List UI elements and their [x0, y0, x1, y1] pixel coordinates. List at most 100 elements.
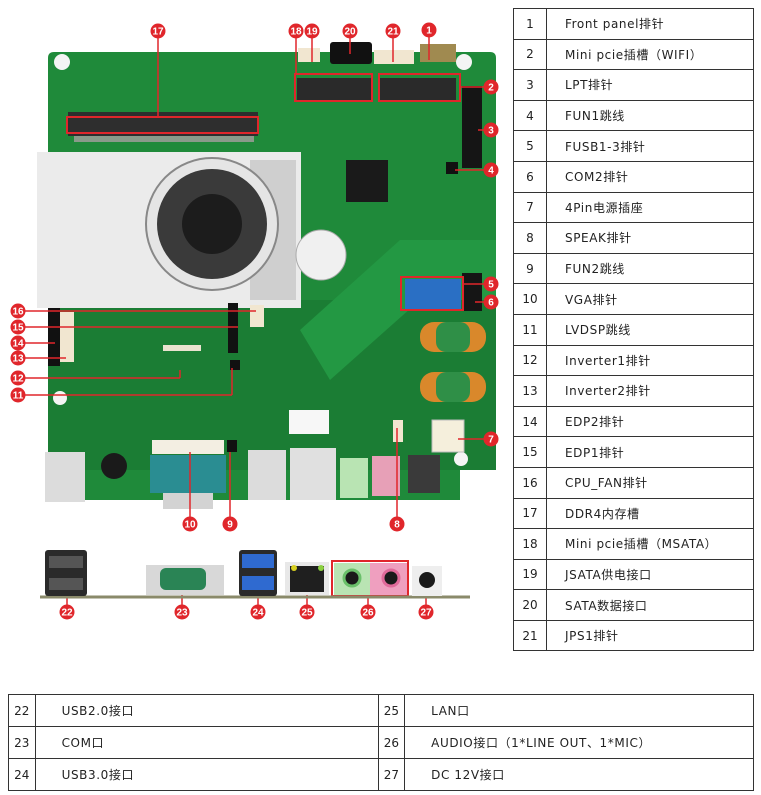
callout-circle: [174, 604, 190, 620]
callout-number: 24: [252, 608, 264, 619]
callout-circle: [150, 23, 166, 39]
callout-badge-4: 4: [483, 162, 499, 178]
cmos-battery: [295, 229, 347, 281]
highlight-fusb-headers: [400, 276, 464, 311]
jps1-connector: [374, 50, 414, 64]
legend-number: 19: [513, 558, 547, 591]
io-legend-number: 25: [377, 694, 406, 727]
io-legend-number: 23: [8, 726, 36, 759]
legend-label: Front panel排针: [546, 8, 754, 40]
lpt-header: [462, 86, 482, 168]
callout-circle: [182, 516, 198, 532]
audio-mic-jack: [381, 568, 401, 588]
callout-circle: [418, 604, 434, 620]
audio-mic: [372, 456, 400, 496]
lvdsp-jumper: [230, 360, 240, 370]
callout-badge-17: 17: [150, 23, 166, 39]
callout-badge-18: 18: [288, 23, 304, 39]
callout-number: 21: [387, 27, 399, 38]
legend-label: 4Pin电源插座: [546, 191, 754, 224]
vga-connector-shell: [163, 493, 213, 509]
mini-pcie-wifi-slot: [380, 78, 456, 102]
callout-number: 16: [12, 307, 24, 318]
callout-circle: [483, 122, 499, 138]
callout-badge-1: 1: [421, 22, 437, 38]
callout-badge-12: 12: [10, 370, 26, 386]
callout-circle: [304, 23, 320, 39]
legend-label: FUSB1-3排针: [546, 130, 754, 162]
legend-number: 10: [513, 283, 547, 315]
legend-number: 15: [513, 436, 547, 468]
cpu-fan-hub: [182, 194, 242, 254]
power-4pin-socket: [431, 419, 465, 453]
callout-badge-7: 7: [483, 431, 499, 447]
pcb-trace-band: [300, 240, 496, 380]
callout-circle: [483, 431, 499, 447]
callout-circle: [299, 604, 315, 620]
io-legend-label: LAN口: [404, 694, 754, 727]
callout-badge-15: 15: [10, 319, 26, 335]
callout-number: 3: [488, 126, 494, 137]
legend-label: JSATA供电接口: [546, 558, 754, 591]
inductor-core: [436, 372, 470, 402]
legend-number: 5: [513, 130, 547, 162]
callout-number: 20: [344, 27, 356, 38]
legend-number: 9: [513, 252, 547, 285]
legend-label: Mini pcie插槽（WIFI）: [546, 38, 754, 71]
legend-label: Mini pcie插槽（MSATA）: [546, 528, 754, 560]
usb2-port-top: [49, 556, 83, 568]
fusb-headers: [405, 279, 461, 309]
legend-label: DDR4内存槽: [546, 497, 754, 530]
callout-badge-23: 23: [174, 604, 190, 620]
legend-number: 1: [513, 8, 547, 40]
io-legend-number: 24: [8, 758, 36, 791]
legend-number: 18: [513, 528, 547, 560]
inverter-connector: [60, 312, 74, 362]
legend-number: 16: [513, 466, 547, 499]
legend-label: LVDSP跳线: [546, 313, 754, 346]
callout-number: 1: [426, 26, 432, 37]
callout-number: 2: [488, 83, 494, 94]
callout-number: 5: [488, 280, 494, 291]
callout-badge-14: 14: [10, 335, 26, 351]
callout-number: 13: [12, 354, 24, 365]
lan-led-right: [318, 565, 324, 571]
edp-headers: [48, 308, 60, 366]
usb2-port-bottom: [49, 578, 83, 590]
callout-circle: [10, 387, 26, 403]
highlight-mini-pcie-msata: [294, 73, 373, 102]
io-legend-label: USB2.0接口: [34, 694, 379, 727]
mount-hole: [54, 54, 70, 70]
vga-connector: [150, 455, 226, 493]
jsata-connector: [298, 48, 320, 62]
callout-number: 4: [488, 166, 494, 177]
legend-label: VGA排针: [546, 283, 754, 315]
callout-number: 11: [13, 391, 24, 402]
callout-badge-24: 24: [250, 604, 266, 620]
callout-badge-13: 13: [10, 350, 26, 366]
callout-number: 26: [362, 608, 374, 619]
mount-hole: [456, 54, 472, 70]
legend-number: 12: [513, 344, 547, 377]
callout-circle: [385, 23, 401, 39]
legend-number: 6: [513, 160, 547, 193]
legend-label: Inverter2排针: [546, 375, 754, 407]
callout-number: 14: [12, 339, 24, 350]
callout-circle: [342, 23, 358, 39]
usb3-stack: [248, 450, 286, 500]
legend-number: 4: [513, 99, 547, 132]
legend-label: EDP1排针: [546, 436, 754, 468]
callout-badge-3: 3: [483, 122, 499, 138]
callout-circle: [483, 162, 499, 178]
callout-circle: [421, 22, 437, 38]
